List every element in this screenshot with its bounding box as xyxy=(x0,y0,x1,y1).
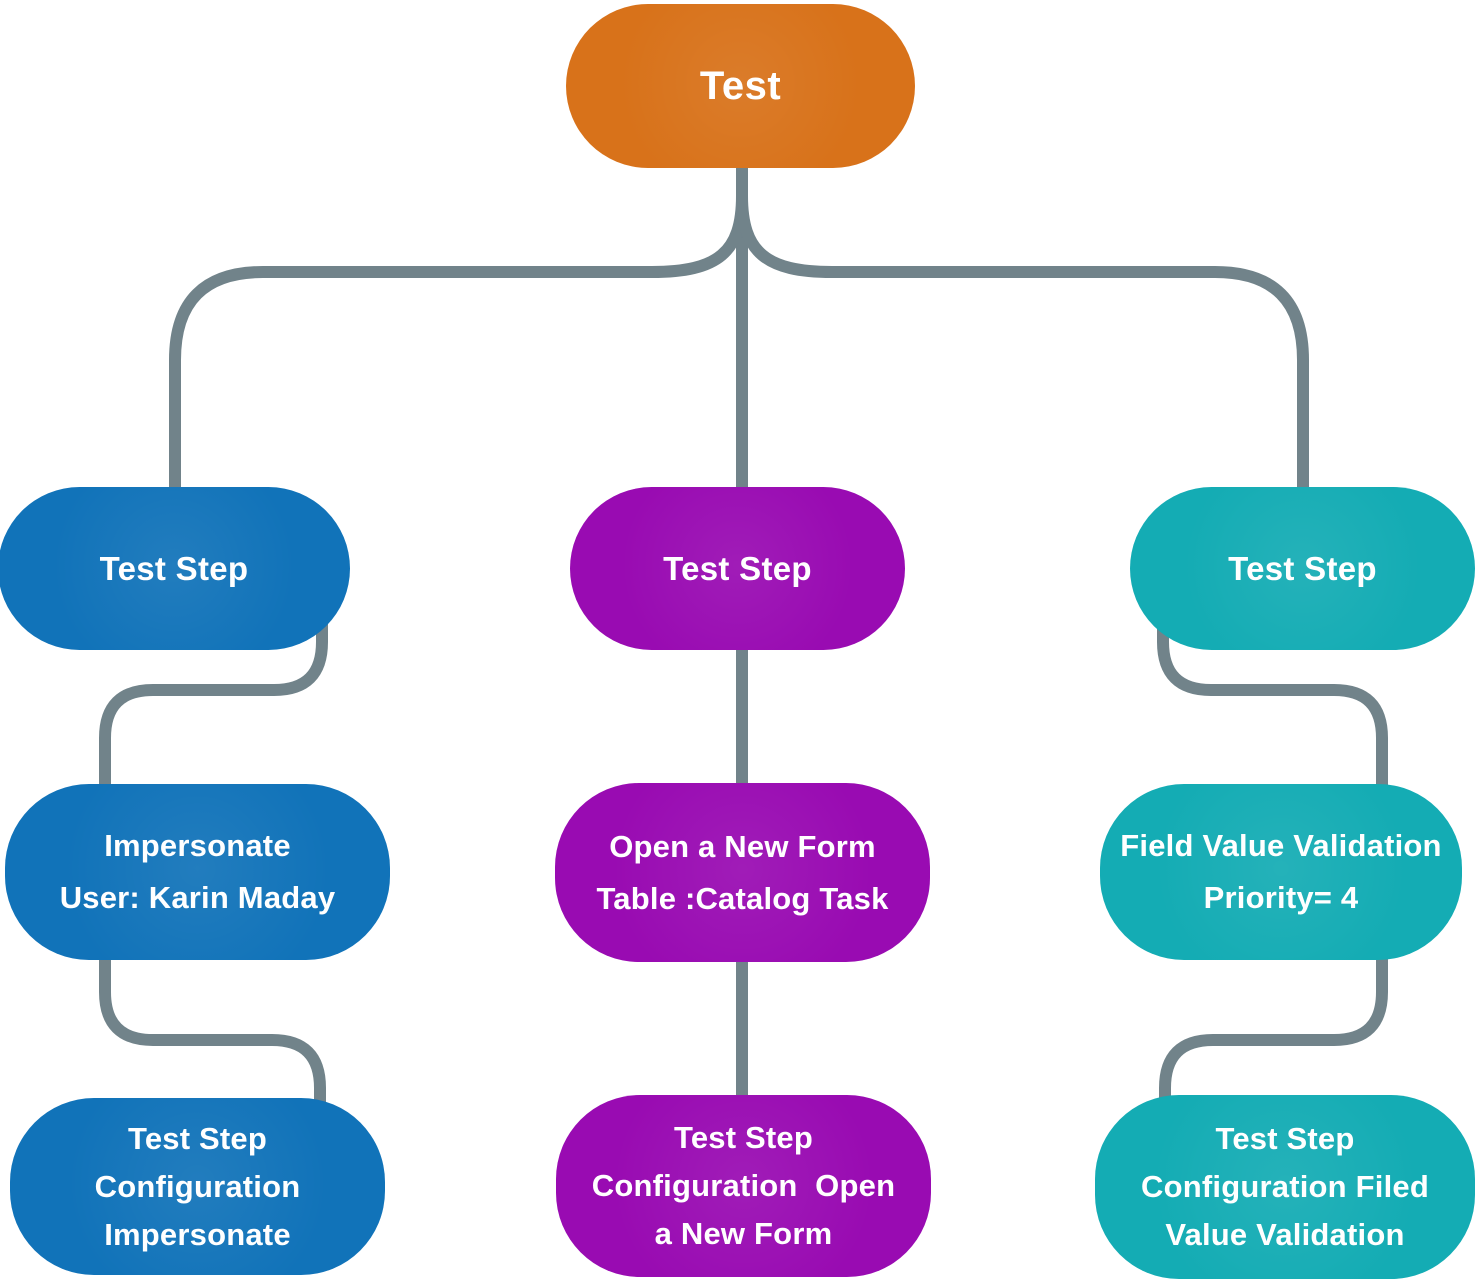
node-open-form-detail[interactable]: Open a New Form Table :Catalog Task xyxy=(555,783,930,962)
node-line: Field Value Validation xyxy=(1120,828,1442,863)
node-line: Impersonate xyxy=(104,828,291,863)
node-line: Test Step xyxy=(673,1120,814,1155)
node-line: Configuration xyxy=(94,1168,301,1204)
node-line: Test Step xyxy=(127,1120,268,1156)
node-open-form-config[interactable]: Test Step Configuration Open a New Form xyxy=(556,1095,931,1277)
node-line: Value Validation xyxy=(1165,1217,1405,1252)
node-label: Test Step xyxy=(663,549,812,587)
node-line: Priority= 4 xyxy=(1203,880,1359,915)
node-line: Test Step xyxy=(1215,1121,1355,1156)
node-validation-detail[interactable]: Field Value Validation Priority= 4 xyxy=(1100,784,1462,960)
node-label: Test Step xyxy=(99,549,249,587)
edge-right-step-to-validation xyxy=(1157,600,1388,800)
node-line: Configuration Filed xyxy=(1141,1169,1429,1204)
node-validation-config[interactable]: Test Step Configuration Filed Value Vali… xyxy=(1095,1095,1475,1279)
node-label: Test Step xyxy=(1228,549,1377,587)
edge-test-to-left-step xyxy=(169,195,748,500)
node-line: Table :Catalog Task xyxy=(596,880,889,916)
edge-validation-to-config xyxy=(1159,945,1388,1115)
edge-impersonate-to-config xyxy=(99,945,326,1115)
edge-left-step-to-impersonate xyxy=(99,600,328,800)
node-line: User: Karin Maday xyxy=(59,880,336,915)
node-test-label: Test xyxy=(699,63,782,108)
edge-test-to-right-step xyxy=(736,195,1309,500)
node-impersonate-detail[interactable]: Impersonate User: Karin Maday xyxy=(5,784,390,960)
node-impersonate-config[interactable]: Test Step Configuration Impersonate xyxy=(10,1098,385,1275)
node-line: Open a New Form xyxy=(609,828,876,864)
node-line: a New Form xyxy=(654,1216,833,1251)
node-test-step-validation[interactable]: Test Step xyxy=(1130,487,1475,650)
node-test[interactable]: Test xyxy=(566,4,915,168)
node-line: Impersonate xyxy=(104,1216,291,1252)
node-test-step-open-form[interactable]: Test Step xyxy=(570,487,905,650)
node-line: Configuration Open xyxy=(591,1168,896,1203)
node-test-step-impersonate[interactable]: Test Step xyxy=(0,487,350,650)
